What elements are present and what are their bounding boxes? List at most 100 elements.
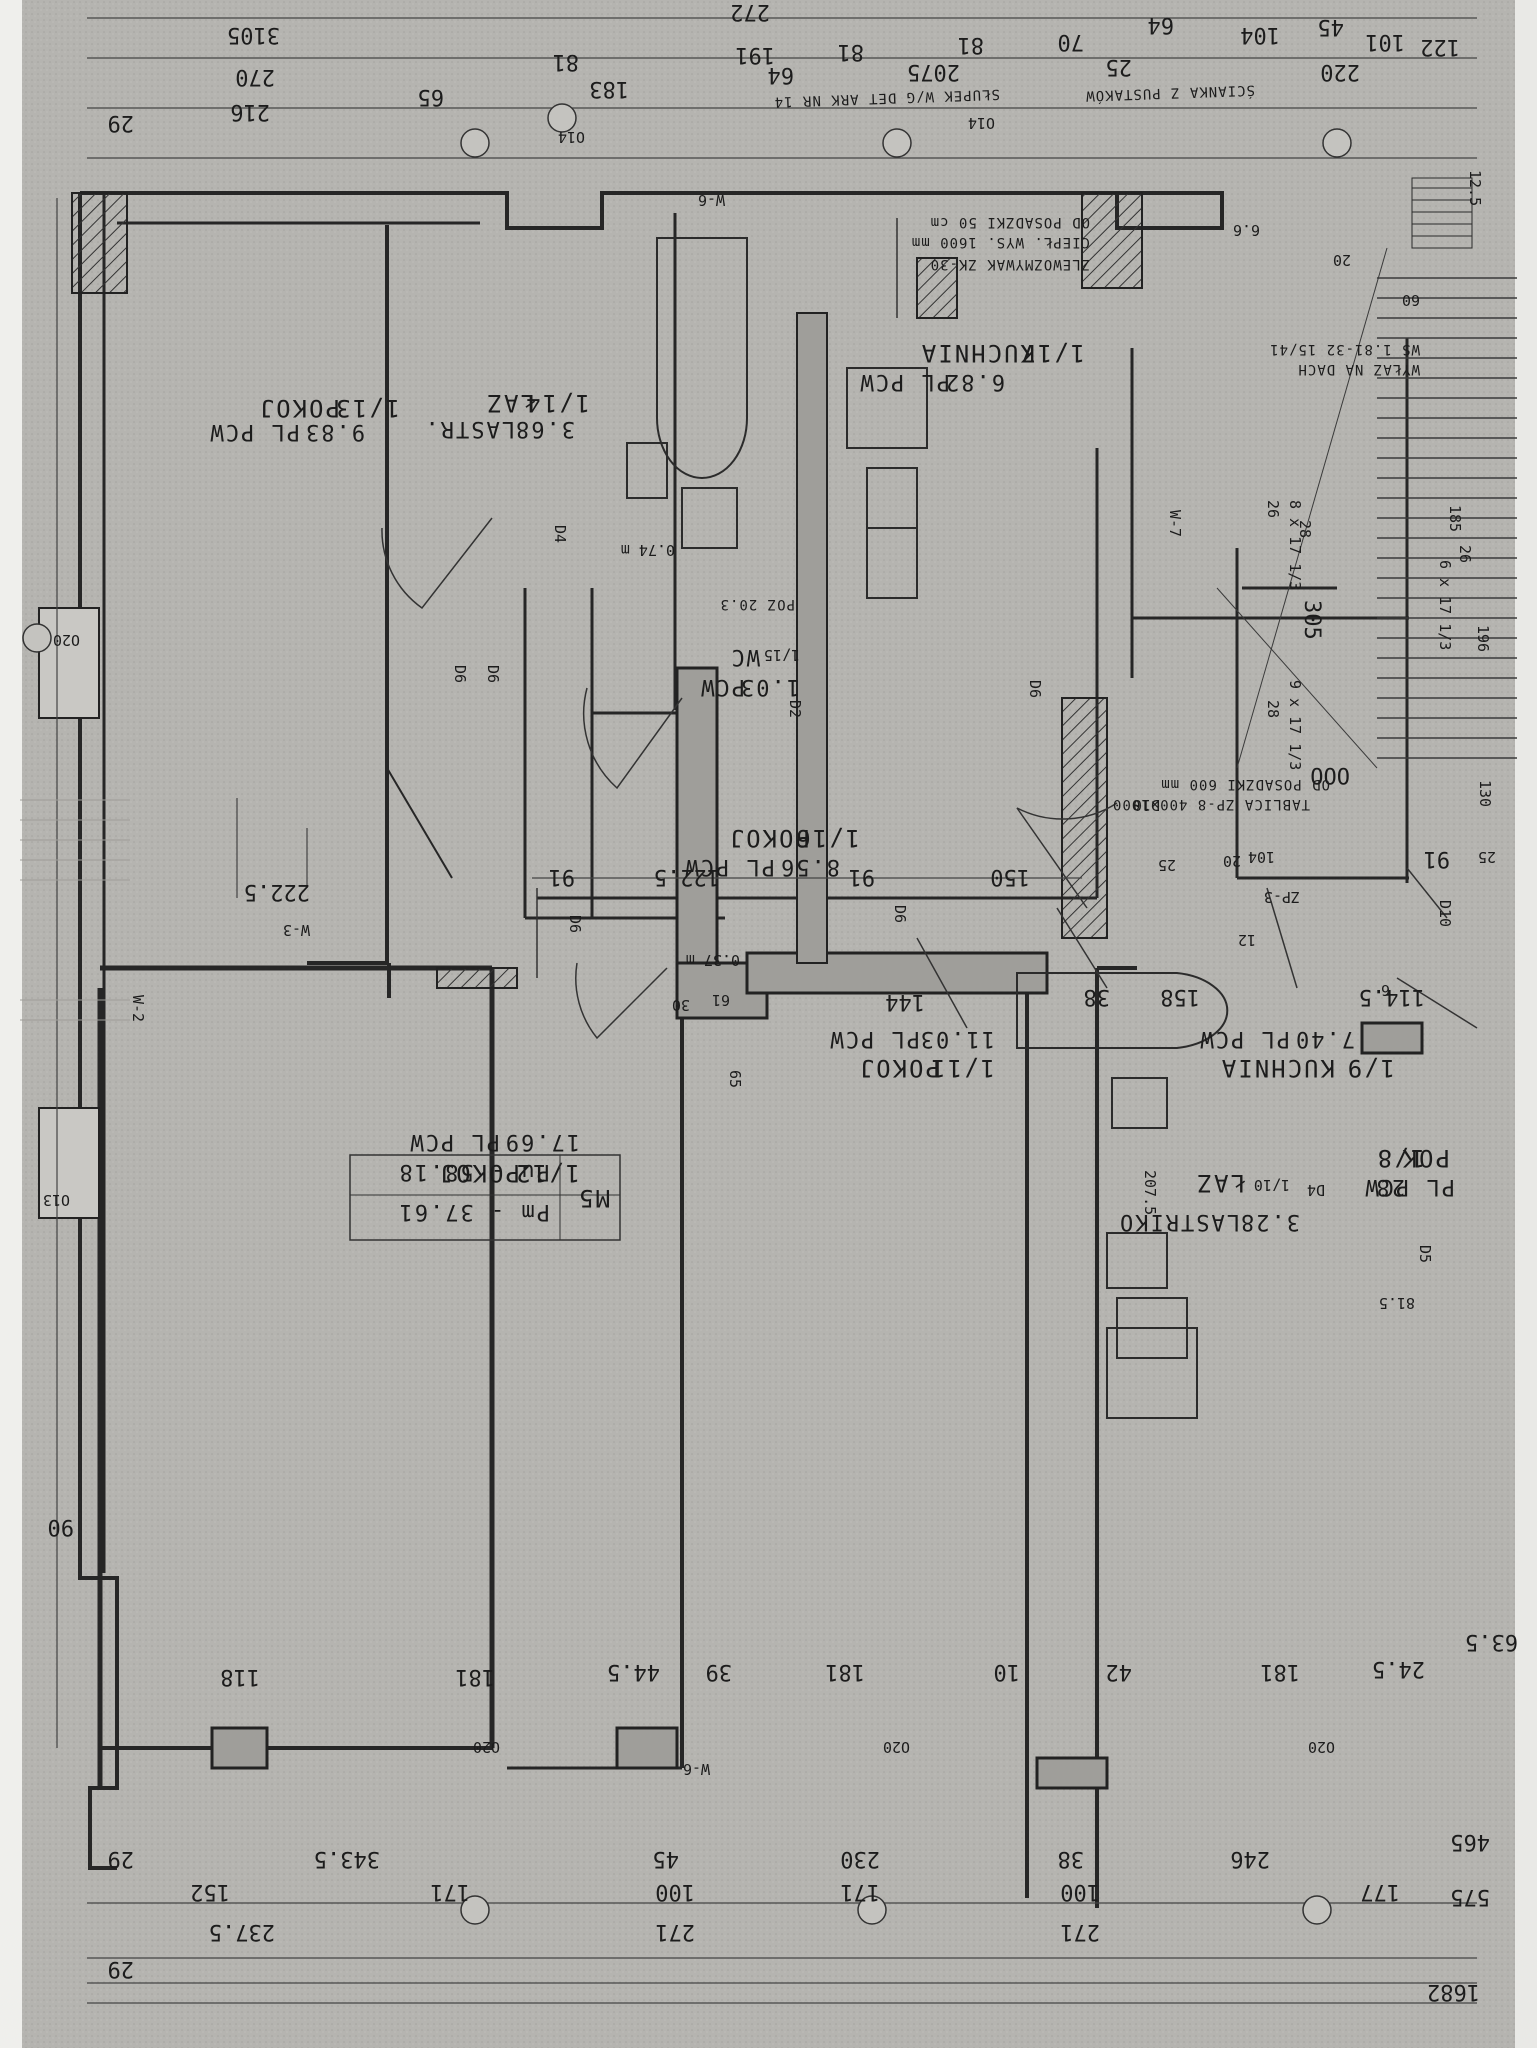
note-kitchen-5: OD POSADZKI 600 mm (1160, 776, 1330, 792)
dim-top-1-2: 65 (418, 84, 445, 109)
dim-20b: 20 (1333, 251, 1351, 269)
note-stair: WYŁAZ NA DACH (1297, 361, 1420, 377)
wall-tag-w3: W-3 (283, 921, 310, 939)
dim-b1-9: 63.5 (1465, 1629, 1518, 1654)
dim-top-1-10: 101 (1365, 29, 1405, 54)
room-1-9-name: KUCHNIA (1220, 1054, 1335, 1082)
bathtub-2 (1016, 972, 1229, 1049)
room-1-13-name: POKOJ (258, 394, 340, 422)
dim-65: 65 (726, 1070, 744, 1088)
apartment-type: M5 (577, 1184, 610, 1212)
door-tag-d6-d: D6 (1026, 680, 1044, 698)
room-1-17-floor: PL PCW (859, 369, 950, 394)
room-1-8-area: 28 (1375, 1174, 1406, 1199)
dim-130: 130 (1476, 780, 1494, 807)
door-tag-d2: D2 (786, 700, 804, 718)
dim-61: 61 (712, 991, 730, 1009)
window-tag-2: O20 (883, 1738, 910, 1756)
dim-top-1-6: 70 (1058, 29, 1085, 54)
room-1-17-area: 6.82 (944, 369, 1005, 394)
dim-b1-3: 39 (706, 1659, 733, 1684)
dim-b3-5: 177 (1360, 1879, 1400, 1904)
window-markers (22, 103, 1352, 1925)
dims-top: 29 216 65 183 64 81 70 64 104 45 101 122… (108, 0, 1461, 135)
dim-222: 222.5 (244, 879, 310, 904)
door-tag-d5: D5 (1416, 1245, 1434, 1263)
dim-top-3-0: 3105 (227, 22, 280, 47)
dim-30: 30 (672, 996, 690, 1014)
door-tag-d6-e: D6 (484, 665, 502, 683)
dim-122: 122.5 (654, 864, 720, 889)
dim-66: 6.6 (1233, 221, 1260, 239)
room-1-17-name: KUCHNIA (920, 339, 1035, 367)
window-tag-7: O20 (53, 631, 80, 649)
dim-b3-2: 100 (655, 1879, 695, 1904)
note-kitchen-2: CIEPŁ. WYS. 1600 mm (911, 234, 1090, 250)
dim-b2-1: 343.5 (314, 1846, 380, 1871)
room-1-16-name: POKOJ (728, 824, 810, 852)
dim-b1-0: 118 (220, 1664, 260, 1689)
dim-top-1-3: 183 (589, 76, 629, 101)
paper-background (20, 0, 1530, 2048)
dimension-lines (56, 17, 1477, 2004)
drawing-rotated-group (22, 17, 1517, 2004)
dim-b1-4: 181 (825, 1659, 865, 1684)
door-tag-d10-b: D10 (1436, 900, 1454, 927)
room-1-13-label: 1/13 (334, 394, 400, 422)
dim-b1-7: 181 (1260, 1659, 1300, 1684)
wall-tags: W-2 W-3 W-6 W-6 W-7 (129, 191, 1184, 1778)
dim-91b: 91 (849, 864, 876, 889)
dim-2075: 207.5 (1141, 1170, 1159, 1215)
bathtub-1 (656, 237, 748, 479)
room-1-9-label: 1/9 (1346, 1054, 1395, 1082)
room-1-14-floor: LASTR. (424, 416, 515, 441)
room-1-15-label: 1/15 (764, 646, 800, 664)
note-kitchen-1: ZLEWOZMYWAK ZK-30 (930, 256, 1090, 272)
note-stair-label-3: 6 x 17 1/3 (1436, 560, 1454, 650)
dim-b3-1: 171 (430, 1879, 470, 1904)
dim-b1-5: 10 (994, 1659, 1021, 1684)
room-1-11-name: POKOJ (858, 1054, 940, 1082)
door-tag-d4-b: D4 (1307, 1181, 1325, 1199)
dim-b1-2: 44.5 (607, 1659, 660, 1684)
room-1-12-name: POKOJ (438, 1159, 520, 1187)
door-tag-d6-a: D6 (451, 665, 469, 683)
dim-b3-4: 100 (1060, 1879, 1100, 1904)
window-tag-4: O13 (43, 1191, 70, 1209)
dim-top-2-4: 2075 (907, 59, 960, 84)
dim-b1-8: 24.5 (1372, 1656, 1425, 1681)
dim-b3-6: 575 (1450, 1884, 1490, 1909)
notes: SŁUPEK W/G DET ARK NR 14 ŚCIANKA Z PUSTA… (720, 82, 1474, 906)
note-ooo: OOO (1310, 762, 1350, 787)
room-1-12-label: 1/12 (514, 1159, 580, 1187)
dim-150: 150 (990, 864, 1030, 889)
note-wc: POZ 20.3 (720, 596, 795, 612)
dim-158: 158 (1160, 984, 1200, 1009)
dim-b2-4: 38 (1058, 1846, 1085, 1871)
dim-104: 104 (1248, 848, 1275, 866)
note-slab: SŁUPEK W/G DET ARK NR 14 (773, 86, 1000, 110)
room-1-8-floor: PL PCW (1364, 1174, 1455, 1199)
faint-grid-lines (20, 799, 130, 1021)
door-swings (381, 218, 1478, 1040)
wc-1 (626, 442, 668, 499)
room-1-16-label: 1/16 (794, 824, 860, 852)
room-1-15-floor: PCW (699, 674, 745, 699)
dim-91a: 91 (549, 864, 576, 889)
room-1-9-floor: PL PCW (1199, 1026, 1290, 1051)
dim-b4-0: 29 (108, 1956, 135, 1981)
dim-b2-0: 29 (108, 1846, 135, 1871)
room-1-8-name: POK (1401, 1144, 1450, 1172)
dim-196: 196 (1474, 625, 1492, 652)
wall-tag-w6-top: W-6 (698, 191, 725, 209)
window-tag-1: O20 (473, 1738, 500, 1756)
grill (1411, 177, 1473, 249)
dim-b3-3: 171 (840, 1879, 880, 1904)
note-kitchen-4: TABLICA ZP-8 400×1000 (1112, 796, 1310, 812)
door-tags: D4 D6 D6 D6 D2 D6 D10 D4 D5 D10 D6 (451, 525, 1454, 1263)
room-1-11-floor: PL PCW (829, 1026, 920, 1051)
dim-top-1-7: 64 (1148, 12, 1175, 37)
dim-b2-6: 465 (1450, 1829, 1490, 1854)
dim-1145: 114.5 (1359, 984, 1425, 1009)
dim-074: 0.74 m (621, 541, 675, 559)
